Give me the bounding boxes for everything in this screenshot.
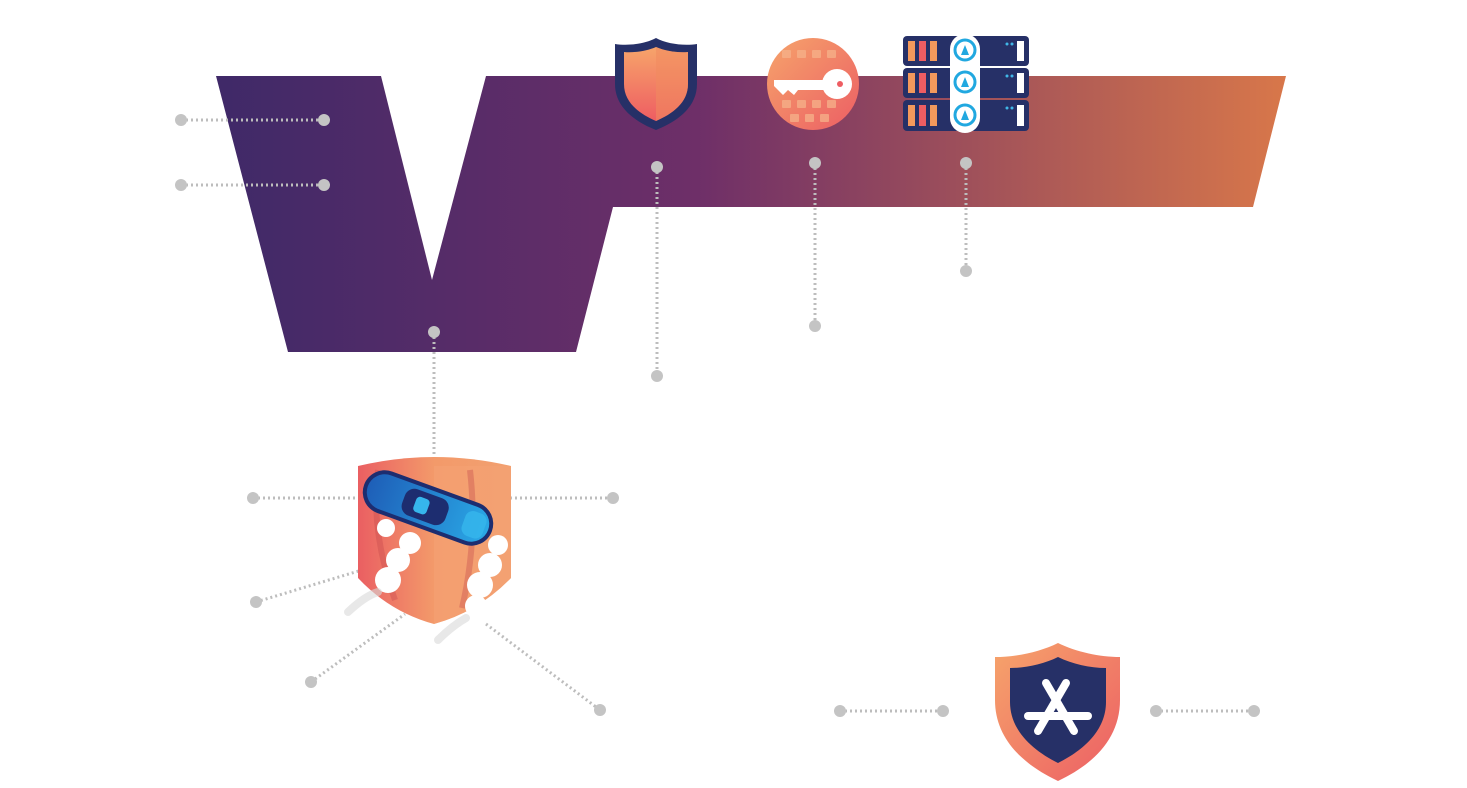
app-store-shield-icon [995,643,1120,781]
connector-key [809,157,821,332]
connector-shield [651,161,663,382]
smoke-clouds [375,519,508,617]
connector-left-top [175,114,330,126]
connector-server [960,157,972,277]
connector-car-left [247,492,360,504]
connector-car-bottom-left [305,612,406,688]
connector-v-to-car [428,326,440,458]
connector-appstore-left [834,705,949,717]
connector-left-middle [175,179,330,191]
connector-car-lower-left [250,568,363,608]
server-rack-icon [903,34,1029,133]
connector-car-bottom-right [485,622,606,716]
drifting-car-shield-icon [344,457,511,644]
shield-icon [615,38,697,130]
v-logo-icon [216,76,1286,352]
connector-appstore-right [1150,705,1260,717]
connector-car-right [510,492,619,504]
key-lock-icon [767,38,859,130]
connectors [175,114,1260,717]
